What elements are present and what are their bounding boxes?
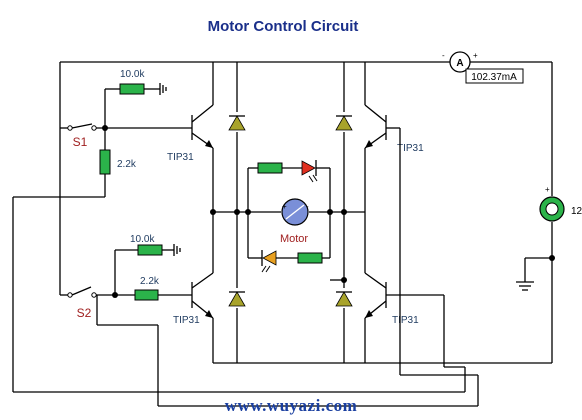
resistor-s1-label: 2.2k [117, 159, 137, 170]
motor-label: Motor [280, 233, 308, 245]
resistor-top-label: 10.0k [120, 69, 145, 80]
ammeter-reading: 102.37mA [471, 72, 517, 83]
dc-source: + 12 [539, 185, 582, 222]
switch-s2: S2 [67, 286, 97, 320]
ammeter: A - + 102.37mA [442, 51, 524, 84]
switch-s1: S1 [67, 123, 97, 149]
resistor-s2-label: 2.2k [140, 276, 160, 287]
svg-text:+: + [545, 185, 550, 194]
resistor-s1: 2.2k [99, 149, 137, 175]
switch-s1-label: S1 [73, 135, 88, 149]
diode-bottom-right [335, 291, 353, 307]
resistor-led-top [257, 162, 283, 174]
resistor-led-bottom [297, 252, 323, 264]
ammeter-symbol: A [456, 58, 463, 69]
transistor-q3: TIP31 [364, 104, 424, 154]
led-orange [261, 250, 277, 273]
junction-dots [102, 125, 555, 298]
transistor-q1-label: TIP31 [167, 152, 194, 163]
supply-voltage-label: 12 [571, 206, 582, 217]
resistor-s2: 2.2k [134, 276, 160, 301]
svg-text:+: + [473, 51, 478, 60]
resistor-bottom-top: 10.0k [130, 234, 163, 256]
transistor-q4-label: TIP31 [392, 315, 419, 326]
watermark: www.wuyazi.com [225, 396, 358, 415]
ground-stub-bottom [173, 244, 181, 256]
transistor-q1: TIP31 [167, 104, 214, 163]
resistor-bottom-top-label: 10.0k [130, 234, 155, 245]
switch-s2-label: S2 [77, 306, 92, 320]
ground-stub-top [159, 83, 167, 95]
diagram-title: Motor Control Circuit [208, 18, 359, 35]
svg-text:-: - [442, 51, 445, 60]
transistor-q3-label: TIP31 [397, 143, 424, 154]
svg-text:+: + [282, 202, 287, 211]
led-red [301, 160, 318, 183]
resistor-top: 10.0k [119, 69, 145, 95]
transistor-q2: TIP31 [173, 272, 214, 326]
diode-top-left [228, 115, 246, 131]
svg-text:-: - [306, 202, 309, 211]
diode-bottom-left [228, 291, 246, 307]
motor: + - Motor [280, 198, 309, 245]
transistor-q4: TIP31 [364, 272, 445, 367]
ground-symbol [516, 281, 534, 291]
transistor-q2-label: TIP31 [173, 315, 200, 326]
diode-top-right [335, 115, 353, 131]
